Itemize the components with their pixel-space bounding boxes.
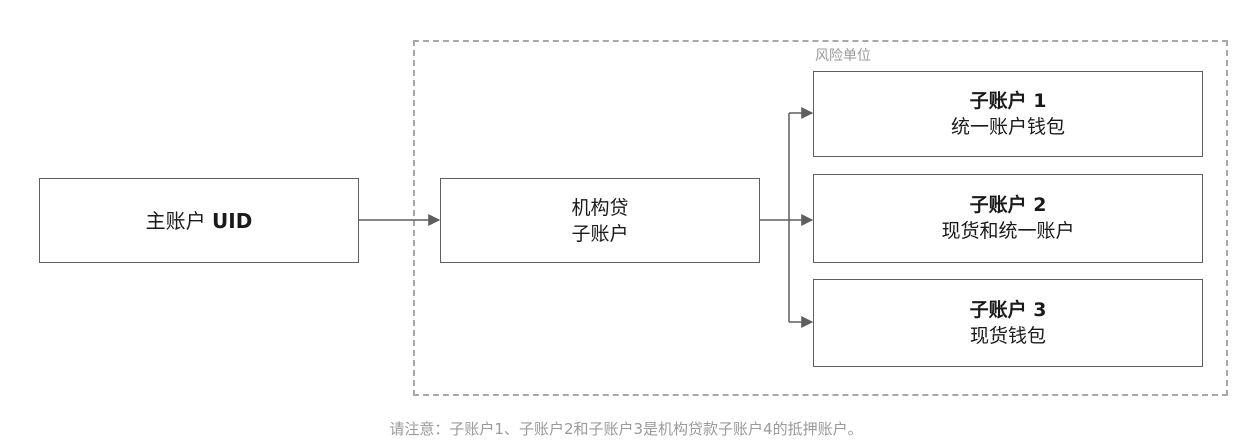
main-account-label: 主账户 UID	[146, 208, 253, 234]
main-account-prefix: 主账户	[145, 208, 213, 233]
sub-account-1-title: 子账户 1	[969, 89, 1047, 112]
sub-account-3-box: 子账户 3 现货钱包	[813, 279, 1203, 367]
main-account-box: 主账户 UID	[39, 178, 359, 263]
main-account-uid: UID	[212, 208, 253, 233]
sub-account-3-title: 子账户 3	[969, 298, 1047, 321]
sub-account-2-desc: 现货和统一账户	[941, 220, 1075, 242]
footnote: 请注意：子账户1、子账户2和子账户3是机构贷款子账户4的抵押账户。	[389, 420, 863, 438]
institutional-loan-box: 机构贷 子账户	[440, 178, 760, 263]
institutional-loan-line1: 机构贷	[571, 196, 629, 219]
sub-account-2-box: 子账户 2 现货和统一账户	[813, 174, 1203, 263]
sub-account-3-desc: 现货钱包	[969, 324, 1046, 347]
institutional-loan-line2: 子账户	[571, 222, 629, 245]
sub-account-1-box: 子账户 1 统一账户钱包	[813, 71, 1203, 157]
sub-account-1-desc: 统一账户钱包	[950, 115, 1065, 138]
risk-unit-boundary	[413, 40, 1228, 396]
sub-account-2-title: 子账户 2	[969, 194, 1047, 216]
risk-unit-label: 风险单位	[815, 48, 871, 64]
